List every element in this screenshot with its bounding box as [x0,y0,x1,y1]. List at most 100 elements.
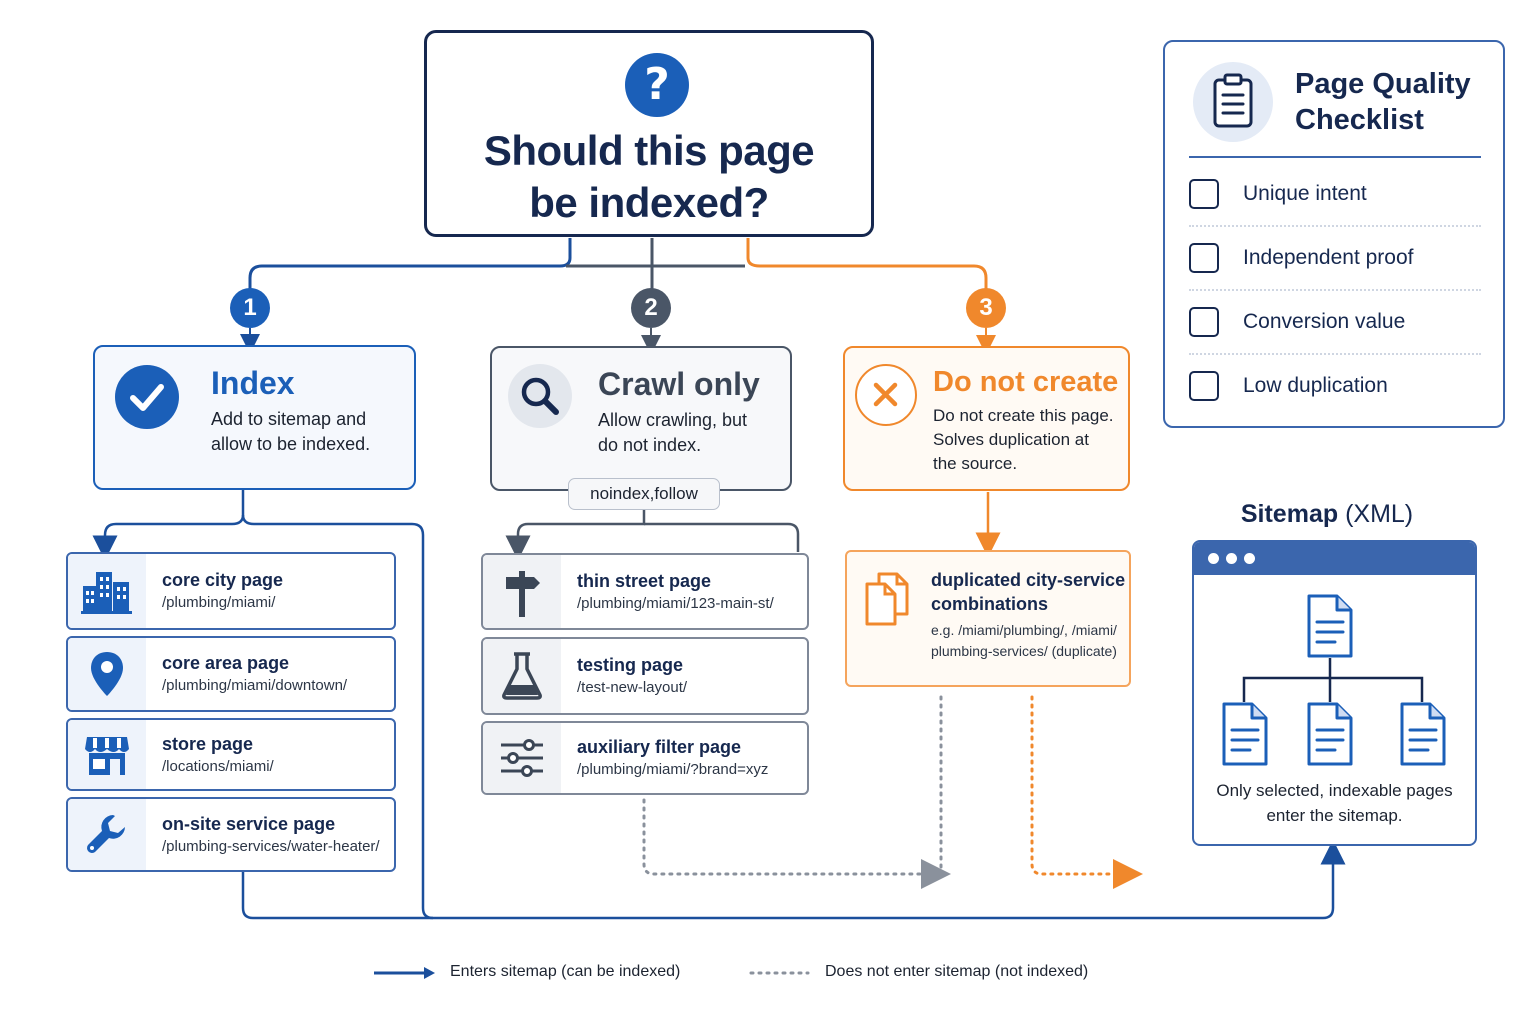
crawl-desc-line-2: do not index. [598,435,702,455]
map-pin-icon [68,638,146,710]
sitemap-caption-line-1: Only selected, indexable pages [1216,781,1453,800]
checklist-divider [1189,156,1481,158]
checklist-label: Unique intent [1243,182,1367,205]
page-quality-checklist: Page Quality Checklist Unique intent Ind… [1163,40,1505,428]
step-number-2: 2 [631,288,671,328]
item-title: testing page [577,655,684,675]
item-title: auxiliary filter page [577,737,742,757]
clipboard-icon [1193,62,1273,142]
window-dot-icon [1226,553,1237,564]
checkbox[interactable] [1189,371,1219,401]
do-not-create-description: Do not create this page. Solves duplicat… [933,404,1114,476]
item-title: thin street page [577,570,712,591]
checklist-label: Low duplication [1243,374,1388,397]
dup-title: duplicated city-service combinations [931,568,1125,616]
sliders-icon [483,723,561,793]
item-path: /plumbing/miami/123-main-st/ [577,594,774,612]
checklist-item-unique-intent[interactable]: Unique intent [1189,162,1481,226]
no-create-desc-line-1: Do not create this page. [933,406,1114,425]
checklist-title: Page Quality Checklist [1295,66,1471,138]
crawl-desc-line-1: Allow crawling, but [598,410,748,430]
duplicated-combinations-box: duplicated city-service combinations e.g… [845,550,1131,687]
sitemap-title-suffix: (XML) [1345,500,1414,528]
window-dot-icon [1208,553,1219,564]
item-title: store page [162,733,254,754]
checklist-title-line-1: Page Quality [1295,68,1471,100]
sitemap-caption-line-2: enter the sitemap. [1266,806,1403,825]
crawl-item-auxiliary-filter: auxiliary filter page/plumbing/miami/?br… [481,721,809,795]
crawl-item-testing: testing page/test-new-layout/ [481,637,809,715]
dup-title-line-1: duplicated city-service [931,570,1126,590]
duplicate-pages-icon [863,570,913,632]
dup-example: e.g. /miami/plumbing/, /miami/ plumbing-… [931,620,1117,662]
dup-title-line-2: combinations [931,594,1049,614]
checklist-title-line-2: Checklist [1295,104,1424,136]
row-separator [1189,353,1481,355]
checklist-label: Conversion value [1243,310,1406,333]
crawl-only-description: Allow crawling, but do not index. [598,408,747,458]
item-path: /plumbing/miami/downtown/ [162,677,348,694]
checkbox[interactable] [1189,307,1219,337]
item-path: /plumbing/miami/?brand=xyz [577,761,769,778]
item-path: /plumbing/miami/ [162,594,276,611]
index-title: Index [211,365,295,401]
legend-solid-arrow-icon [374,967,435,979]
dup-example-line-1: e.g. /miami/plumbing/, /miami/ [931,622,1117,638]
checklist-label: Independent proof [1243,246,1414,269]
sitemap-tree-icon [1222,594,1446,766]
checkbox[interactable] [1189,243,1219,273]
root-question-box: ? Should this page be indexed? [424,30,874,237]
crawl-only-title: Crawl only [598,366,760,402]
legend-solid-label: Enters sitemap (can be indexed) [450,963,681,980]
crawl-item-thin-street: thin street page/plumbing/miami/123-main… [481,553,809,630]
signpost-icon [483,555,561,628]
item-title: core area page [162,653,290,673]
sitemap-title-main: Sitemap [1240,500,1339,528]
flask-icon [483,639,561,713]
row-separator [1189,289,1481,291]
legend-dotted-label: Does not enter sitemap (not indexed) [825,963,1089,980]
x-circle-icon [855,364,917,426]
storefront-icon [68,720,146,789]
magnifier-icon [508,364,572,428]
question-mark-icon: ? [625,53,689,117]
item-title: on-site service page [162,813,336,834]
row-separator [1189,225,1481,227]
root-title-line-2: be indexed? [529,179,769,226]
city-buildings-icon [68,554,146,628]
legend-dotted-line-icon [749,971,810,975]
window-title-bar [1194,542,1475,575]
index-desc-line-1: Add to sitemap and [211,409,367,429]
index-item-core-city: core city page/plumbing/miami/ [66,552,396,630]
item-path: /test-new-layout/ [577,679,688,696]
item-path: /plumbing-services/water-heater/ [162,837,380,855]
crawl-only-card: Crawl only Allow crawling, but do not in… [490,346,792,491]
step-number-1: 1 [230,288,270,328]
wrench-icon [68,799,146,870]
no-create-desc-line-2: Solves duplication at [933,430,1089,449]
index-item-on-site-service: on-site service page/plumbing-services/w… [66,797,396,872]
sitemap-title: Sitemap (XML) [1190,500,1464,529]
index-item-store: store page/locations/miami/ [66,718,396,791]
item-path: /locations/miami/ [162,757,274,775]
sitemap-caption: Only selected, indexable pages enter the… [1202,778,1467,828]
dup-example-line-2: plumbing-services/ (duplicate) [931,643,1117,659]
do-not-create-title: Do not create [933,366,1119,398]
root-question-title: Should this page be indexed? [437,125,861,229]
index-desc-line-2: allow to be indexed. [211,434,371,454]
do-not-create-card: Do not create Do not create this page. S… [843,346,1130,491]
checklist-item-conversion-value[interactable]: Conversion value [1189,290,1481,354]
checklist-item-independent-proof[interactable]: Independent proof [1189,226,1481,290]
root-title-line-1: Should this page [483,127,815,174]
item-title: core city page [162,570,284,590]
index-description: Add to sitemap and allow to be indexed. [211,407,370,457]
checkmark-icon [115,365,179,429]
noindex-follow-tag: noindex,follow [568,478,720,510]
step-number-3: 3 [966,288,1006,328]
checkbox[interactable] [1189,179,1219,209]
index-item-core-area: core area page/plumbing/miami/downtown/ [66,636,396,712]
sitemap-window: Only selected, indexable pages enter the… [1192,540,1477,846]
window-dot-icon [1244,553,1255,564]
index-card: Index Add to sitemap and allow to be ind… [93,345,416,490]
checklist-item-low-duplication[interactable]: Low duplication [1189,354,1481,418]
